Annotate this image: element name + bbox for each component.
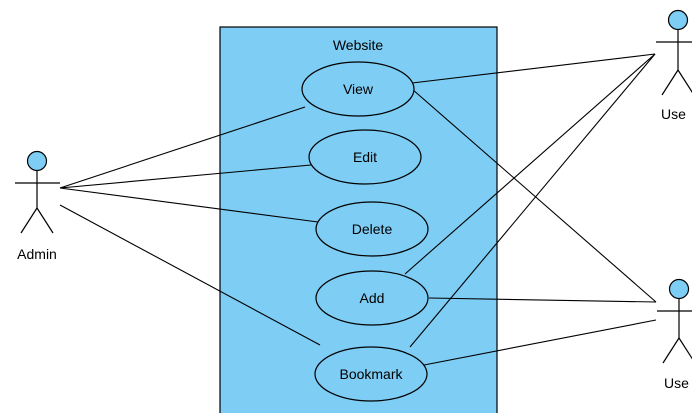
actor-user-bottom-label: Use <box>664 375 689 391</box>
use-case-add-label: Add <box>360 290 385 306</box>
association-user-bottom-add <box>428 297 657 303</box>
use-case-bookmark-ellipse[interactable] <box>314 346 428 402</box>
system-title: Website <box>333 37 384 53</box>
use-case-edit-ellipse[interactable] <box>308 129 422 185</box>
actor-admin-label: Admin <box>17 246 57 262</box>
association-user-top-view <box>411 53 656 84</box>
use-case-view-ellipse[interactable] <box>301 61 415 117</box>
use-case-view[interactable]: View <box>301 61 415 117</box>
association-user-bottom-bookmark <box>423 319 657 366</box>
use-case-delete-ellipse[interactable] <box>315 201 429 257</box>
stick-figure-icon <box>656 9 692 96</box>
actor-user-top-label: Use <box>661 106 686 122</box>
association-user-top-add <box>404 53 656 275</box>
use-case-bookmark[interactable]: Bookmark <box>314 346 428 402</box>
association-admin-view <box>59 106 306 189</box>
association-admin-bookmark <box>59 204 321 346</box>
actor-admin[interactable]: Admin <box>15 150 60 263</box>
associations <box>59 53 657 366</box>
stick-figure-icon <box>657 278 692 364</box>
use-case-add-ellipse[interactable] <box>315 270 429 326</box>
use-case-bookmark-label: Bookmark <box>339 366 403 382</box>
use-case-view-label: View <box>343 81 374 97</box>
use-case-add[interactable]: Add <box>315 270 429 326</box>
use-case-delete[interactable]: Delete <box>315 201 429 257</box>
actor-user-bottom[interactable]: Use <box>657 278 692 392</box>
use-case-edit-label: Edit <box>353 149 377 165</box>
association-admin-edit <box>59 164 312 189</box>
use-case-edit[interactable]: Edit <box>308 129 422 185</box>
actor-user-top[interactable]: Use <box>656 9 692 123</box>
use-case-delete-label: Delete <box>352 221 393 237</box>
association-admin-delete <box>59 187 319 223</box>
association-user-bottom-view <box>411 88 657 303</box>
stick-figure-icon <box>15 150 60 234</box>
